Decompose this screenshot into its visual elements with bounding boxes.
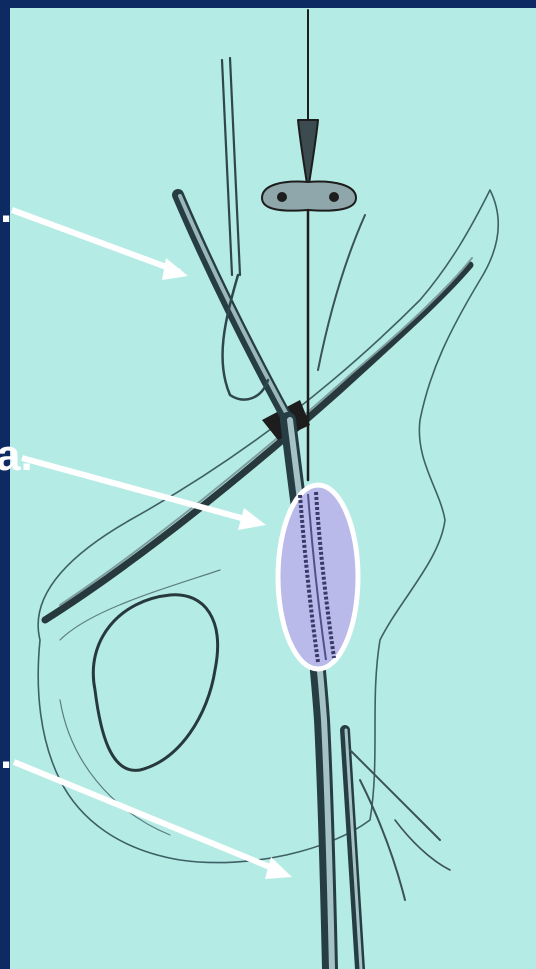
label-fragment-top: . <box>0 183 12 232</box>
needle-wing <box>262 182 356 211</box>
stent-highlight <box>278 485 358 669</box>
needle-wing-hole-right <box>329 192 339 202</box>
label-fragment-middle: a. <box>0 431 33 480</box>
needle-wing-hole-left <box>277 192 287 202</box>
illustration-panel <box>10 8 536 969</box>
label-fragment-bottom: . <box>0 729 12 778</box>
